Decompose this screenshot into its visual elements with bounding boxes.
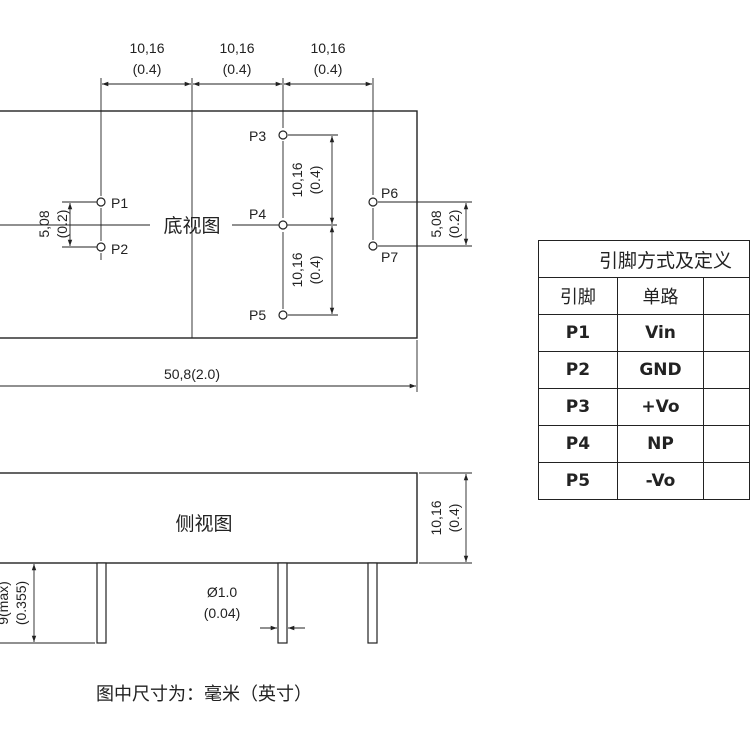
pin-label-p2: P2 (111, 241, 128, 257)
top-dim-2-inch: (0.4) (223, 61, 252, 77)
pin-label-p4: P4 (249, 206, 266, 222)
side-pin-middle (277, 562, 288, 644)
table-row: P4 NP (538, 425, 750, 463)
row-p1-func: Vin (616, 314, 705, 352)
table-title: 引脚方式及定义 (538, 240, 750, 278)
pin-hole-p4 (278, 220, 288, 230)
table-row: P1 Vin (538, 314, 750, 352)
row-p5-pin: P5 (538, 462, 618, 500)
pin-label-p6: P6 (381, 185, 398, 201)
side-view-body (0, 472, 418, 564)
width-dim: 50,8(2.0) (164, 366, 220, 382)
pin-length-inch: (0.355) (13, 581, 29, 625)
row-p3-extra (703, 388, 750, 426)
row-p2-pin: P2 (538, 351, 618, 389)
pin-label-p5: P5 (249, 307, 266, 323)
row-p4-extra (703, 425, 750, 463)
row-p4-func: NP (616, 425, 705, 463)
table-header-row: 引脚 单路 (538, 277, 750, 315)
row-p4-pin: P4 (538, 425, 618, 463)
pin-hole-p3 (278, 130, 288, 140)
pin-length-value: 9(max) (0, 581, 11, 625)
row-p1-extra (703, 314, 750, 352)
left-pitch-inch: (0.2) (54, 210, 70, 239)
top-dim-2-value: 10,16 (219, 40, 254, 56)
pin-label-p7: P7 (381, 249, 398, 265)
side-height-inch: (0.4) (446, 504, 462, 533)
top-dim-1-inch: (0.4) (133, 61, 162, 77)
row-p3-pin: P3 (538, 388, 618, 426)
row-p2-func: GND (616, 351, 705, 389)
bottom-view: 10,16 (0.4) 10,16 (0.4) 10,16 (0.4) 底视图 … (0, 40, 472, 392)
pin-label-p3: P3 (249, 128, 266, 144)
side-height-value: 10,16 (428, 500, 444, 535)
side-pin-right (367, 562, 378, 644)
bottom-view-title: 底视图 (163, 215, 220, 237)
row-p5-extra (703, 462, 750, 500)
row-p1-pin: P1 (538, 314, 618, 352)
table-row: P3 +Vo (538, 388, 750, 426)
row-p2-extra (703, 351, 750, 389)
lower-vertical-inch: (0.4) (307, 256, 323, 285)
header-pin: 引脚 (538, 277, 618, 315)
top-dim-3-value: 10,16 (310, 40, 345, 56)
header-single: 单路 (616, 277, 705, 315)
side-view: 侧视图 10,16 (0.4) 9(max) (0.355) Ø1.0 (0.0… (0, 472, 472, 644)
footnote: 图中尺寸为：毫米（英寸） (96, 684, 312, 704)
row-p5-func: -Vo (616, 462, 705, 500)
pin-hole-p5 (278, 310, 288, 320)
table-row: P5 -Vo (538, 462, 750, 500)
pin-diameter-value: Ø1.0 (207, 584, 238, 600)
top-dim-3-inch: (0.4) (314, 61, 343, 77)
right-pitch-inch: (0.2) (446, 210, 462, 239)
left-pitch-value: 5,08 (36, 210, 52, 237)
row-p3-func: +Vo (616, 388, 705, 426)
upper-vertical-value: 10,16 (289, 162, 305, 197)
pin-diameter-inch: (0.04) (204, 605, 241, 621)
pin-hole-p1 (96, 197, 106, 207)
top-dim-1-value: 10,16 (129, 40, 164, 56)
table-row: P2 GND (538, 351, 750, 389)
side-view-title: 侧视图 (175, 513, 232, 535)
upper-vertical-inch: (0.4) (307, 166, 323, 195)
lower-vertical-value: 10,16 (289, 252, 305, 287)
right-pitch-value: 5,08 (428, 210, 444, 237)
header-extra (703, 277, 750, 315)
pin-hole-p6 (368, 197, 378, 207)
pin-hole-p2 (96, 242, 106, 252)
pin-hole-p7 (368, 241, 378, 251)
side-pin-left (96, 562, 107, 644)
pin-definition-table: 引脚方式及定义 引脚 单路 P1 Vin P2 GND P3 +Vo P4 NP… (538, 240, 750, 500)
pin-label-p1: P1 (111, 195, 128, 211)
